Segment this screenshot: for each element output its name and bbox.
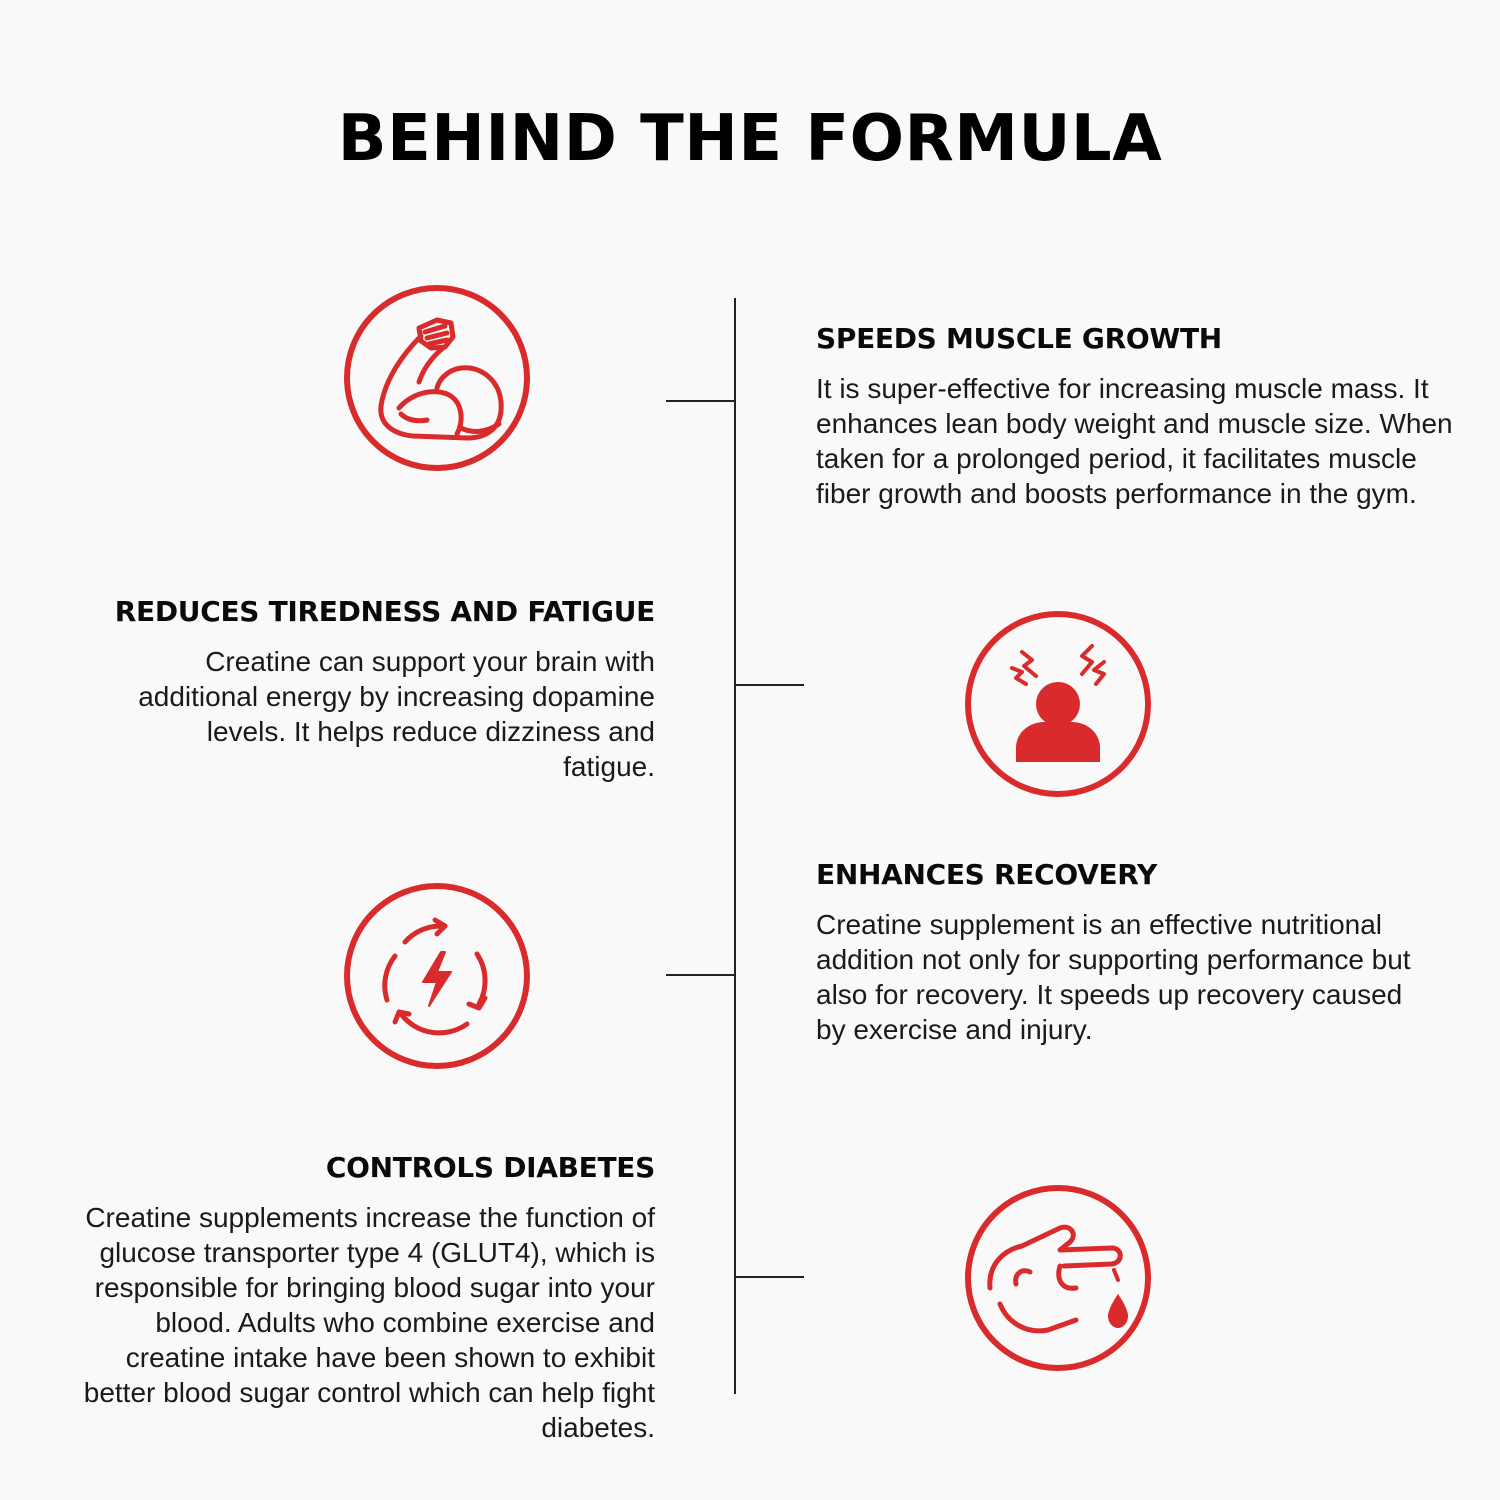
feature-heading: REDUCES TIREDNESS AND FATIGUE	[114, 595, 656, 628]
timeline-tick-recovery	[666, 974, 734, 976]
page-title: BEHIND THE FORMULA	[337, 102, 1163, 176]
feature-body: Creatine supplement is an effective nutr…	[816, 909, 1411, 1045]
feature-heading: ENHANCES RECOVERY	[816, 858, 1157, 891]
feature-controls-diabetes: CONTROLS DIABETES Creatine supplements i…	[55, 1151, 656, 1445]
feature-enhances-recovery: ENHANCES RECOVERY Creatine supplement is…	[816, 858, 1431, 1047]
feature-muscle-growth: SPEEDS MUSCLE GROWTH It is super-effecti…	[816, 322, 1456, 511]
timeline-tick-fatigue	[736, 684, 804, 686]
timeline-tick-diabetes	[736, 1276, 804, 1278]
timeline-tick-muscle	[666, 400, 734, 402]
finger-blood-drop-icon	[964, 1184, 1152, 1372]
feature-body: Creatine can support your brain with add…	[138, 646, 655, 782]
feature-body: It is super-effective for increasing mus…	[816, 373, 1453, 509]
flexed-bicep-icon	[343, 284, 531, 472]
feature-heading: CONTROLS DIABETES	[325, 1151, 655, 1184]
headache-person-icon	[964, 610, 1152, 798]
feature-heading: SPEEDS MUSCLE GROWTH	[816, 322, 1222, 355]
feature-body: Creatine supplements increase the functi…	[83, 1202, 655, 1443]
feature-reduces-fatigue: REDUCES TIREDNESS AND FATIGUE Creatine c…	[55, 595, 656, 784]
energy-cycle-icon	[343, 882, 531, 1070]
timeline-line	[734, 298, 736, 1394]
